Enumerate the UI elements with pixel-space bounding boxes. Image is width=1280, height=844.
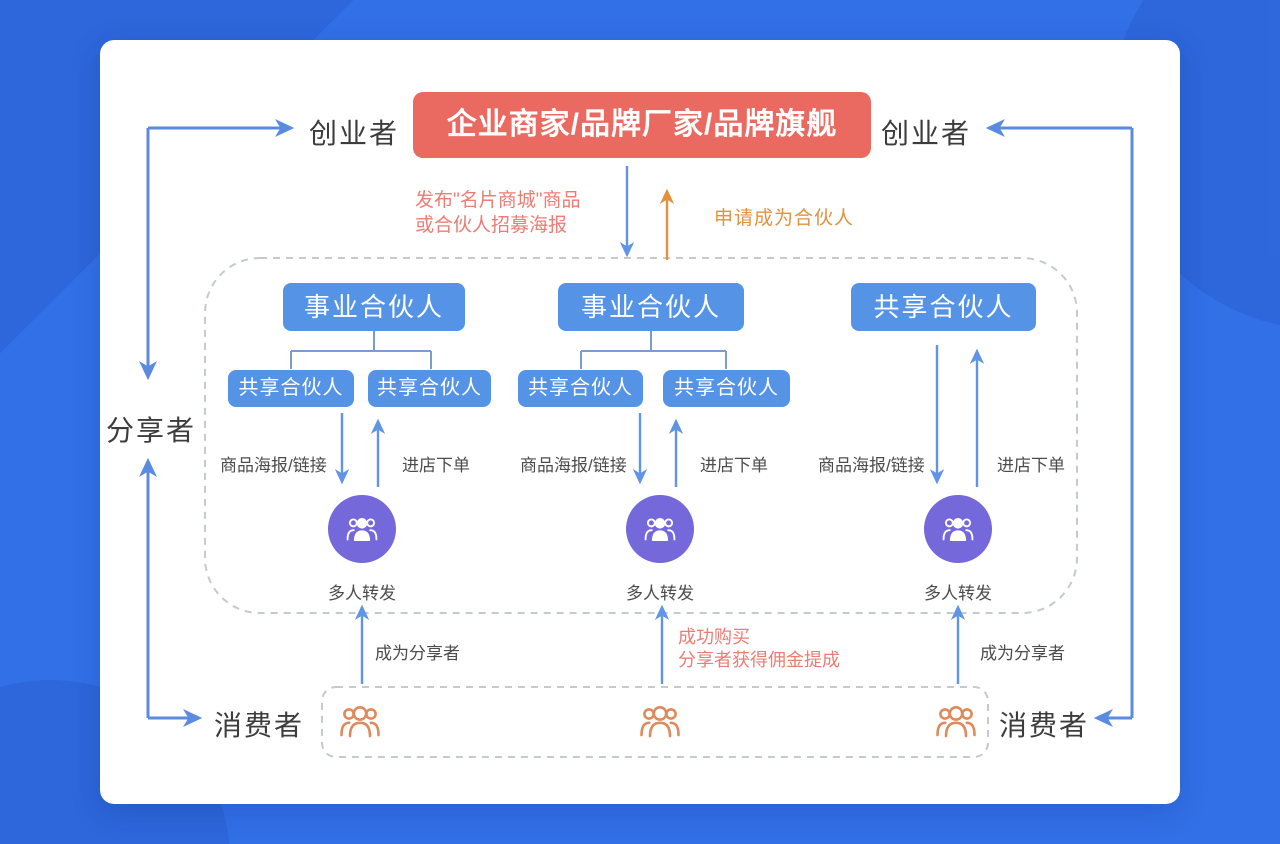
- label-forward-3: 多人转发: [924, 584, 992, 603]
- consumers-icon-2: [640, 706, 680, 738]
- node-share-partner-1: 共享合伙人: [228, 370, 354, 407]
- flow-arrows-column-2: [632, 413, 684, 487]
- flow-arrows-column-1: [334, 413, 386, 487]
- consumers-icon-3: [936, 706, 976, 738]
- consumers-group-outline: [321, 686, 989, 758]
- label-order-1: 进店下单: [402, 456, 470, 475]
- partners-group-outline: [204, 257, 1078, 614]
- note-purchase: 成功购买 分享者获得佣金提成: [678, 626, 840, 672]
- group-people-icon: [346, 517, 378, 541]
- label-poster-link-3: 商品海报/链接: [818, 456, 925, 475]
- role-entrepreneur-left: 创业者: [309, 118, 400, 149]
- role-consumer-left: 消费者: [214, 710, 305, 741]
- node-share-partner-2: 共享合伙人: [368, 370, 491, 407]
- tree-connector-column-1: [290, 331, 432, 369]
- label-order-2: 进店下单: [700, 456, 768, 475]
- node-business-partner-2: 事业合伙人: [558, 283, 744, 331]
- note-apply-partner: 申请成为合伙人: [714, 208, 855, 229]
- forward-circle-2: [626, 495, 694, 563]
- label-forward-1: 多人转发: [328, 584, 396, 603]
- label-become-sharer-left: 成为分享者: [375, 644, 460, 663]
- note-publish-line1: 发布"名片商城"商品: [415, 190, 581, 211]
- note-purchase-line1: 成功购买: [678, 627, 750, 647]
- note-publish: 发布"名片商城"商品 或合伙人招募海报: [415, 188, 581, 238]
- note-publish-line2: 或合伙人招募海报: [415, 215, 568, 236]
- label-poster-link-2: 商品海报/链接: [520, 456, 627, 475]
- node-share-partner-3: 共享合伙人: [518, 370, 643, 407]
- become-sharer-arrows: [354, 604, 966, 684]
- node-business-partner-1: 事业合伙人: [283, 283, 465, 331]
- forward-circle-3: [924, 495, 992, 563]
- role-entrepreneur-right: 创业者: [881, 118, 972, 149]
- group-people-icon: [942, 517, 974, 541]
- role-consumer-right: 消费者: [999, 710, 1090, 741]
- role-sharer: 分享者: [106, 415, 197, 446]
- node-share-partner-4: 共享合伙人: [663, 370, 790, 407]
- label-become-sharer-right: 成为分享者: [980, 644, 1065, 663]
- connector-consumer-to-sharer-left: [139, 457, 203, 727]
- connector-sharer-to-entrepreneur-left: [139, 119, 295, 381]
- group-people-icon: [644, 517, 676, 541]
- forward-circle-1: [328, 495, 396, 563]
- label-order-3: 进店下单: [997, 456, 1065, 475]
- node-share-partner-main: 共享合伙人: [851, 283, 1036, 331]
- consumers-icon-1: [340, 706, 380, 738]
- connector-consumer-to-entrepreneur-right: [985, 119, 1134, 727]
- label-forward-2: 多人转发: [626, 584, 694, 603]
- tree-connector-column-2: [580, 331, 727, 369]
- note-purchase-line2: 分享者获得佣金提成: [678, 650, 840, 670]
- flow-arrows-column-3: [929, 345, 985, 487]
- label-poster-link-1: 商品海报/链接: [220, 456, 327, 475]
- merchant-title-box: 企业商家/品牌厂家/品牌旗舰: [413, 92, 871, 158]
